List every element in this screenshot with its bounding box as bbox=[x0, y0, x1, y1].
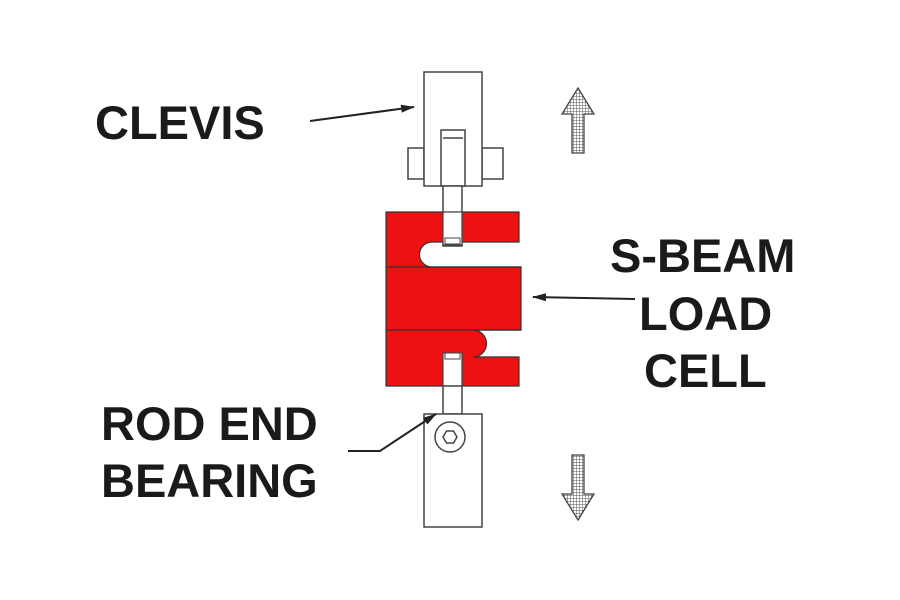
label-rodend-1: ROD END bbox=[101, 397, 318, 450]
clevis-right-tab bbox=[481, 147, 504, 180]
clevis-left-tab bbox=[407, 147, 425, 180]
upper-thread bbox=[442, 211, 463, 246]
hex-bolt-icon bbox=[442, 430, 458, 444]
lower-rod bbox=[442, 385, 463, 415]
clevis bbox=[407, 71, 504, 187]
hatched-down-arrow-icon bbox=[560, 454, 596, 522]
rodend-leader-arrow bbox=[348, 413, 437, 452]
label-rodend-2: BEARING bbox=[101, 454, 318, 507]
sbeam-leader-arrow bbox=[532, 293, 636, 302]
clevis-leader-arrow bbox=[309, 104, 415, 122]
rod-end-bearing bbox=[423, 413, 483, 528]
label-sbeam-1: S-BEAM bbox=[610, 229, 795, 282]
label-sbeam-2: LOAD bbox=[639, 287, 772, 340]
label-clevis: CLEVIS bbox=[95, 96, 265, 149]
label-sbeam-3: CELL bbox=[644, 344, 767, 397]
hatched-up-arrow-icon bbox=[560, 86, 596, 154]
